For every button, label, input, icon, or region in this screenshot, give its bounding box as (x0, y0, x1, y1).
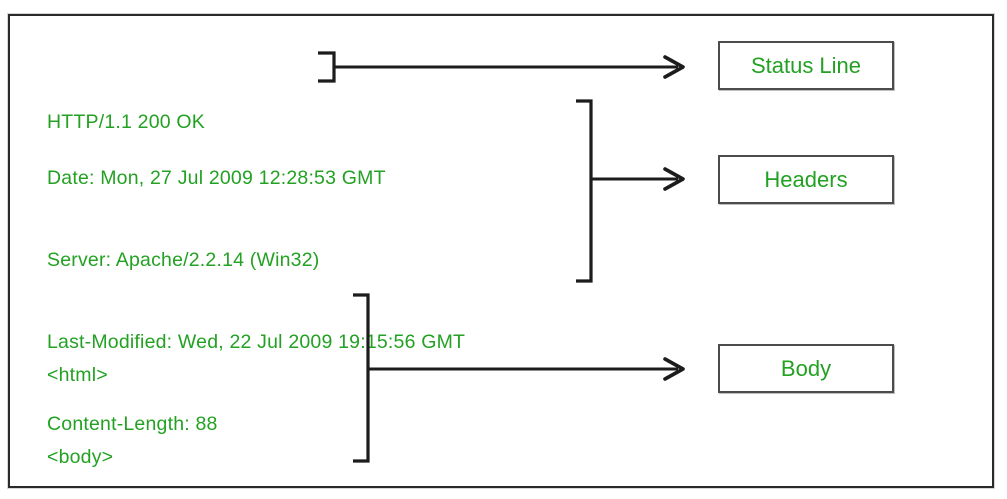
status-line-label-box: Status Line (718, 41, 894, 90)
header-line: Date: Mon, 27 Jul 2009 12:28:53 GMT (47, 166, 386, 189)
body-line: <body> (47, 446, 114, 469)
body-line: <html> (47, 363, 108, 386)
body-text-block: <html> <body> <h1>Hello, World!</h1> </b… (47, 307, 257, 499)
headers-label: Headers (764, 166, 848, 192)
headers-text-block: Date: Mon, 27 Jul 2009 12:28:53 GMT Serv… (47, 110, 465, 499)
header-line: Server: Apache/2.2.14 (Win32) (47, 249, 320, 272)
diagram-outer-frame (8, 14, 994, 488)
header-line: Last-Modified: Wed, 22 Jul 2009 19:15:56… (47, 331, 466, 354)
headers-label-box: Headers (718, 155, 894, 204)
status-line-value: HTTP/1.1 200 OK (47, 110, 205, 133)
body-label-box: Body (718, 344, 894, 393)
header-line: Content-Type: text/html (47, 494, 465, 499)
status-line-label: Status Line (750, 52, 862, 78)
status-line-text: HTTP/1.1 200 OK (47, 54, 205, 191)
header-line: Content-Length: 88 (47, 413, 218, 436)
body-label: Body (780, 355, 832, 381)
